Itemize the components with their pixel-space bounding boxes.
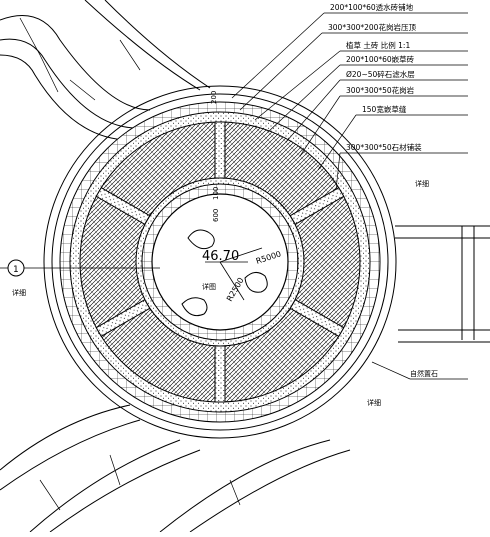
annotation-leader [239, 32, 323, 111]
annotation-label: 植草 土砖 比例 1:1 [346, 40, 410, 50]
section-marker: 1 [0, 259, 160, 277]
annotation-leader [299, 95, 341, 157]
east-note: 详细 [415, 179, 429, 188]
dim-label-3: 600 [212, 209, 220, 222]
dim-label-1: 200 [210, 91, 218, 104]
path-arcs-lower [0, 404, 351, 533]
natural-stones [181, 229, 268, 317]
annotation-leader [254, 50, 341, 121]
annotation-label: 150宽嵌草缝 [362, 104, 407, 114]
radius-lines [205, 247, 263, 301]
center-note: 详图 [202, 282, 216, 291]
annotation-label: 200*100*60透水砖铺地 [330, 2, 414, 12]
dim-label-2: 100 [212, 187, 220, 200]
section-note: 详细 [12, 288, 26, 297]
right-path [395, 225, 490, 343]
annotation-label: 300*300*200花岗岩压顶 [328, 22, 416, 32]
annotation-leader [335, 152, 341, 191]
right-annotation: 自然置石 [410, 369, 438, 378]
south-note: 详细 [367, 398, 381, 407]
divider-band [214, 345, 226, 403]
annotation-label: 200*100*60嵌草砖 [346, 54, 415, 64]
annotation-label: 300*300*50花岗岩 [346, 85, 415, 95]
annotation-label: 300*300*50石材铺装 [346, 142, 422, 152]
svg-text:1: 1 [13, 265, 19, 275]
annotation-leader [231, 12, 325, 99]
divider-band [214, 121, 226, 179]
center-elevation: 46.70 [202, 249, 239, 264]
annotation-leaders [231, 12, 468, 191]
annotation-leader [285, 79, 341, 143]
annotation-leader [317, 114, 357, 171]
annotation-label: Ø20~50碎石滤水层 [346, 69, 415, 79]
path-arcs-upper [0, 0, 211, 141]
annotation-leader [267, 64, 341, 133]
